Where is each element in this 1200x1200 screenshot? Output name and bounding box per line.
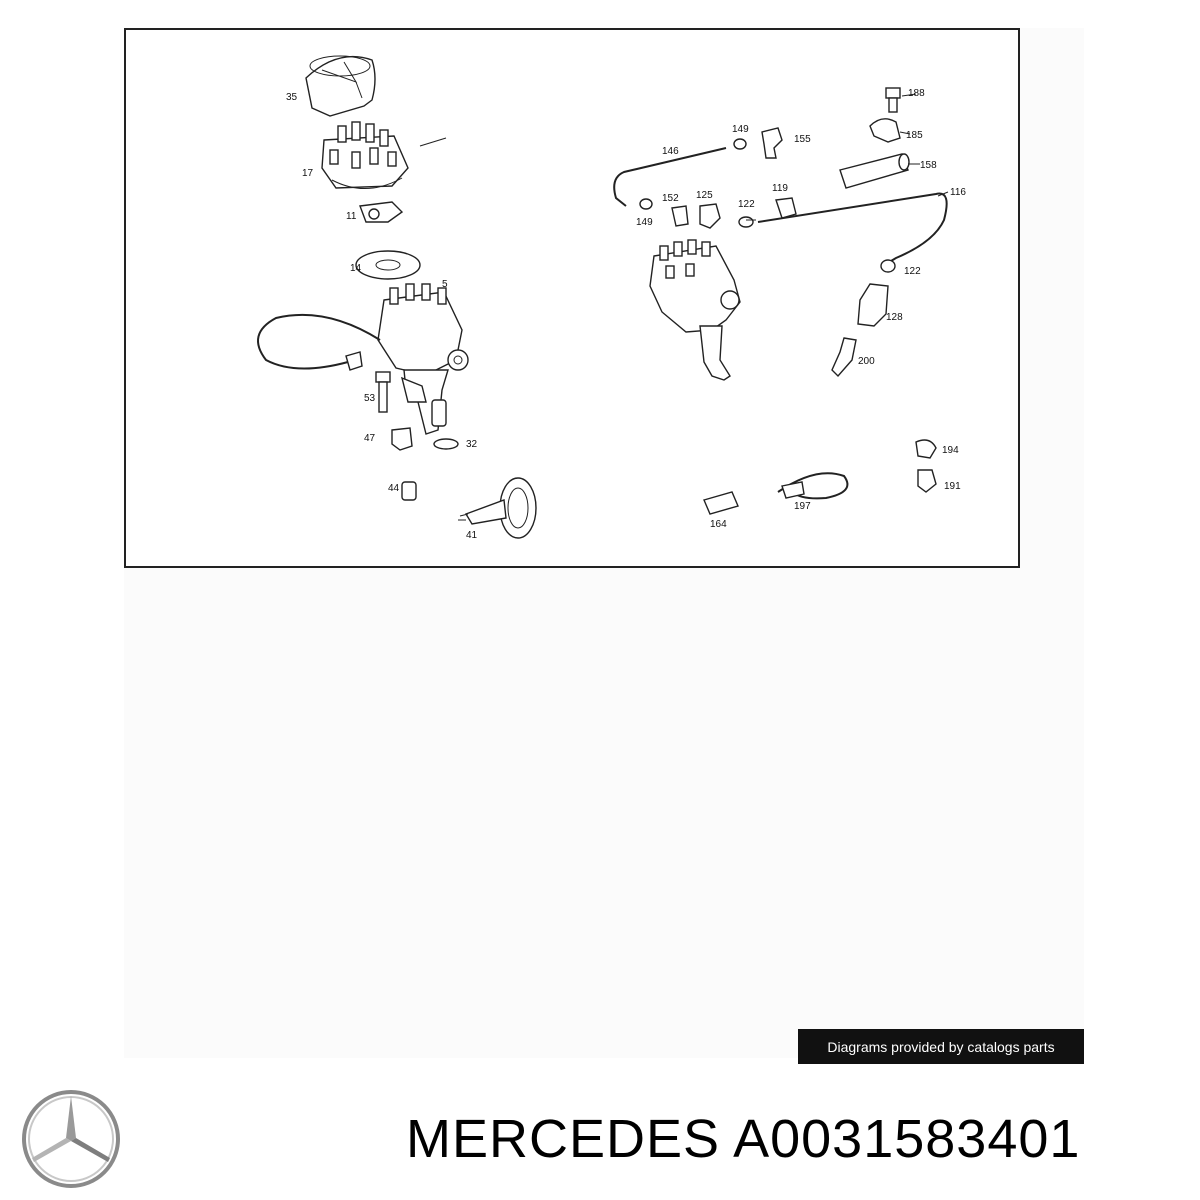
callout: 53 — [364, 393, 376, 404]
hose — [613, 147, 727, 207]
callout: 194 — [942, 445, 959, 456]
callout: 47 — [364, 433, 376, 444]
wire-connector — [345, 351, 363, 371]
distributor-cap — [321, 121, 409, 189]
bolt-188 — [885, 87, 901, 113]
fitting-122-lower — [880, 259, 896, 273]
callout: 146 — [662, 146, 679, 157]
clamp — [391, 427, 413, 451]
callout: 152 — [662, 193, 679, 204]
seal-ring — [355, 250, 421, 280]
sensor — [857, 283, 889, 327]
connector-125 — [699, 203, 721, 229]
elbow-fitting — [761, 127, 783, 159]
callout: 17 — [302, 168, 314, 179]
callout: 116 — [950, 187, 966, 198]
callout: 14 — [350, 263, 362, 274]
mercedes-star-icon — [22, 1090, 120, 1188]
callout: 122 — [904, 266, 921, 277]
callout: 149 — [732, 124, 749, 135]
callout: 149 — [636, 217, 653, 228]
callout-labels: 35 17 11 14 5 53 47 32 44 41 146 149 155… — [286, 88, 966, 541]
callout: 44 — [388, 483, 400, 494]
callout: 32 — [466, 439, 478, 450]
fitting-lower — [639, 198, 653, 210]
parts-diagram: 35 17 11 14 5 53 47 32 44 41 146 149 155… — [124, 28, 1020, 568]
connector-152 — [671, 205, 689, 227]
callout: 158 — [920, 160, 937, 171]
plug — [401, 481, 417, 501]
o-ring — [433, 438, 459, 450]
callout: 197 — [794, 501, 811, 512]
callout: 155 — [794, 134, 811, 145]
leader-lines — [419, 93, 949, 221]
brand-name: MERCEDES — [406, 1109, 721, 1169]
bolt — [375, 371, 391, 413]
diagram-canvas: 35 17 11 14 5 53 47 32 44 41 146 149 155… — [257, 55, 966, 541]
plug-200 — [831, 337, 857, 378]
distributor-wire — [257, 313, 381, 370]
cable-tie-head — [781, 481, 805, 499]
bracket — [775, 197, 797, 219]
fitting-122 — [738, 216, 754, 228]
part-title: MERCEDES A0031583401 — [406, 1106, 1186, 1172]
distributor-cap-cover — [305, 55, 376, 117]
clip-194 — [915, 439, 937, 459]
cable-tie — [777, 472, 849, 500]
clip-185 — [869, 118, 901, 143]
clip-191 — [917, 469, 937, 493]
distributor-assembly-right — [649, 239, 741, 381]
callout: 188 — [908, 88, 925, 99]
callout: 185 — [906, 130, 923, 141]
callout: 125 — [696, 190, 713, 201]
callout: 191 — [944, 481, 961, 492]
rotor — [359, 201, 404, 223]
connector-164 — [703, 491, 739, 515]
callout: 164 — [710, 519, 727, 530]
callout: 128 — [886, 312, 903, 323]
callout: 5 — [442, 279, 448, 290]
sleeve — [839, 153, 910, 189]
part-number: A0031583401 — [733, 1109, 1081, 1169]
callout: 11 — [346, 211, 357, 222]
callout: 41 — [466, 530, 478, 541]
fitting-upper — [733, 138, 747, 150]
callout: 200 — [858, 356, 875, 367]
callout: 119 — [772, 183, 788, 194]
pulley — [458, 477, 537, 539]
distributor-body — [377, 283, 469, 435]
callout: 35 — [286, 92, 298, 103]
callout: 122 — [738, 199, 755, 210]
diagram-credit-badge: Diagrams provided by catalogs parts — [798, 1029, 1084, 1064]
